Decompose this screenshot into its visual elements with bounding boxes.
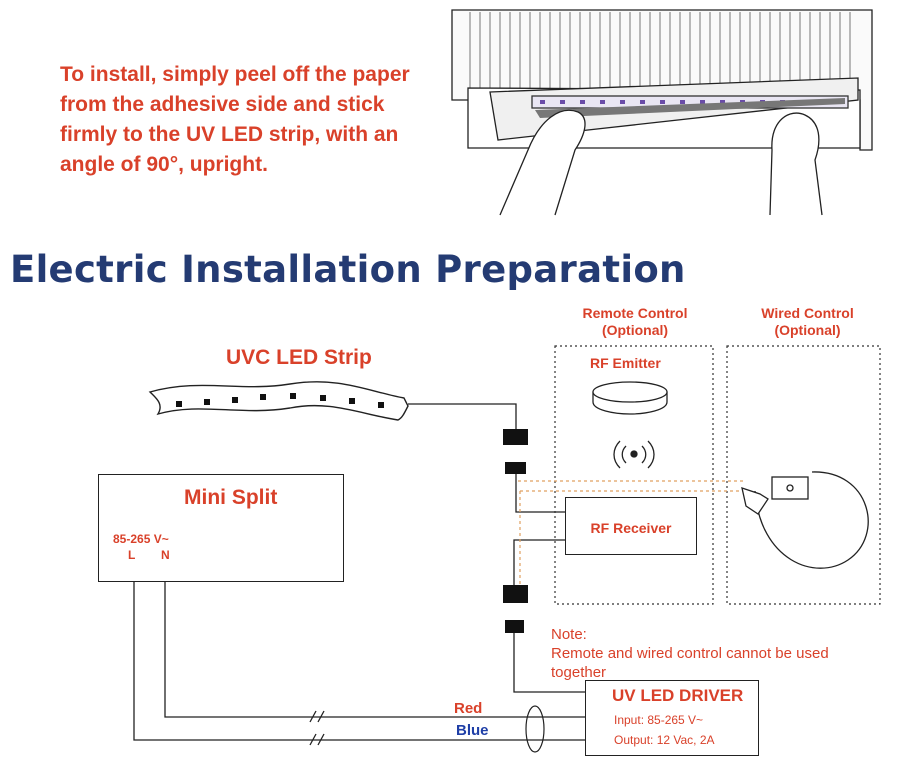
driver-input: Input: 85-265 V~ <box>614 713 704 727</box>
ac-unit-illustration <box>451 9 873 216</box>
wire-blue-label: Blue <box>456 722 489 739</box>
rf-emitter-label: RF Emitter <box>590 355 661 371</box>
driver-output: Output: 12 Vac, 2A <box>614 733 715 747</box>
note-text: Remote and wired control cannot be used … <box>551 645 829 681</box>
note-heading: Note: <box>551 626 587 643</box>
connector-4 <box>505 620 524 633</box>
wired-control-icon <box>741 471 869 569</box>
wired-control-title-text: Wired Control <box>761 305 854 321</box>
uv-led-driver-box <box>585 680 759 756</box>
rf-receiver-box <box>565 497 697 555</box>
note: Note: Remote and wired control cannot be… <box>551 625 881 682</box>
uvc-strip-label: UVC LED Strip <box>226 346 372 369</box>
connector-3 <box>503 585 528 603</box>
connector-1 <box>503 429 528 445</box>
wired-control-subtitle: (Optional) <box>774 322 841 338</box>
section-title: Electric Installation Preparation <box>10 248 686 291</box>
install-instruction: To install, simply peel off the paper fr… <box>60 63 410 176</box>
rf-emitter-icon <box>592 381 668 415</box>
driver-title: UV LED DRIVER <box>612 686 744 705</box>
connector-2 <box>505 462 526 474</box>
mini-split-voltage: 85-265 V~ <box>113 532 169 546</box>
remote-control-title-text: Remote Control <box>582 305 688 321</box>
mini-split-title: Mini Split <box>184 486 278 509</box>
remote-control-area <box>554 345 714 605</box>
wired-control-title: Wired Control (Optional) <box>750 305 865 339</box>
wireless-signal-icon <box>613 440 655 469</box>
uvc-led-strip <box>148 381 409 421</box>
rf-receiver-label: RF Receiver <box>590 520 672 536</box>
remote-control-title: Remote Control (Optional) <box>575 305 695 339</box>
wire-red-label: Red <box>454 700 483 717</box>
mini-split-box <box>98 474 344 582</box>
mini-split-l: L <box>128 548 136 562</box>
mini-split-n: N <box>161 548 170 562</box>
wired-control-area <box>726 345 881 605</box>
remote-control-subtitle: (Optional) <box>601 322 669 338</box>
